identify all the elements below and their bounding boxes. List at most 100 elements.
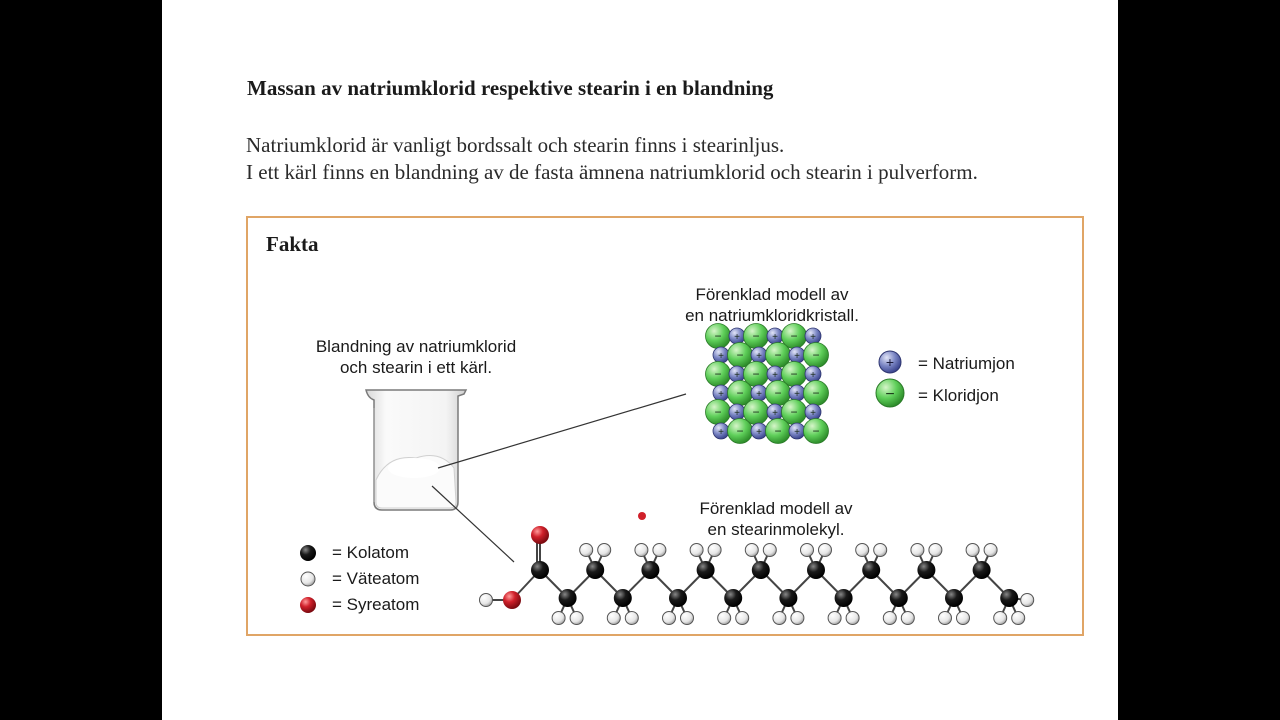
hydrogen-atom (928, 543, 943, 557)
svg-text:−: − (714, 329, 721, 343)
svg-text:+: + (794, 389, 800, 400)
svg-text:−: − (812, 424, 819, 438)
carbon-atom (696, 561, 715, 579)
hydrogen-atom (717, 611, 732, 625)
hydrogen-atom (845, 611, 860, 625)
chloride-legend-icon: − (875, 378, 905, 408)
chloride-ion: − (705, 399, 731, 425)
sodium-ion: + (788, 384, 806, 402)
carbon-atom (807, 561, 825, 579)
hydrogen-atom (606, 611, 621, 625)
hydrogen-atom (634, 543, 649, 557)
svg-text:+: + (718, 389, 724, 400)
svg-text:+: + (756, 389, 762, 400)
beaker-illustration (365, 389, 468, 511)
hydrogen-atom (855, 543, 870, 557)
chloride-ion: − (803, 380, 829, 406)
svg-text:−: − (790, 329, 797, 343)
sodium-ion: + (712, 384, 730, 402)
svg-text:+: + (718, 351, 724, 362)
hydrogen-atom (956, 611, 970, 625)
beaker-caption: Blandning av natriumklorid och stearin i… (315, 337, 517, 377)
svg-text:−: − (752, 329, 759, 343)
svg-text:−: − (736, 424, 743, 438)
hydrogen-atom (800, 543, 814, 557)
chloride-legend-label: = Kloridjon (918, 386, 999, 405)
svg-text:−: − (774, 386, 781, 400)
sodium-ion: + (728, 403, 746, 421)
sodium-ion: + (766, 327, 784, 345)
pointer-line-crystal (437, 393, 687, 469)
sodium-legend-icon: + (878, 350, 902, 374)
svg-text:+: + (734, 408, 740, 419)
sodium-ion: + (750, 422, 768, 440)
svg-text:+: + (734, 332, 740, 343)
svg-text:−: − (812, 348, 819, 362)
hydrogen-atom (624, 611, 639, 625)
sodium-ion: + (788, 346, 806, 364)
hydrogen-atom (910, 543, 925, 557)
fakta-heading: Fakta (266, 232, 319, 256)
hydrogen-atom (662, 611, 676, 625)
sodium-ion: + (804, 327, 822, 345)
hydrogen-atom (983, 543, 998, 557)
chloride-ion: − (705, 361, 731, 387)
sodium-ion: + (712, 422, 730, 440)
red-marker-dot (638, 512, 646, 520)
carbon-atom (751, 561, 770, 579)
carbon-atom (945, 589, 963, 607)
document-page: Massan av natriumklorid respektive stear… (162, 0, 1118, 720)
hydrogen-atom (790, 611, 805, 625)
chloride-ion: − (803, 342, 829, 368)
nacl-crystal-model: −+−+−++−+−+−−+−+−++−+−+−−+−+−++−+−+− (705, 323, 829, 444)
oxygen-legend-icon (300, 597, 316, 613)
hydrogen-atom (1020, 593, 1035, 607)
sodium-ion: + (766, 365, 784, 383)
carbon-atom (834, 589, 853, 607)
pointer-line-molecule (431, 485, 515, 563)
carbon-atom (558, 589, 577, 607)
svg-text:−: − (790, 405, 797, 419)
svg-text:−: − (736, 386, 743, 400)
hydrogen-atom (579, 543, 594, 557)
carbon-atom (669, 589, 687, 607)
oxygen-atom (503, 591, 521, 609)
svg-text:+: + (886, 354, 894, 370)
hydrogen-atom (965, 543, 980, 557)
hydrogen-atom (762, 543, 777, 557)
stearin-molecule-model (479, 526, 1035, 625)
hydrogen-atom (680, 611, 694, 625)
carbon-atom (972, 561, 991, 579)
svg-text:+: + (756, 427, 762, 438)
hydrogen-atom (882, 611, 897, 625)
hydrogen-atom (551, 611, 566, 625)
sodium-ion: + (728, 365, 746, 383)
document-title: Massan av natriumklorid respektive stear… (247, 76, 774, 100)
svg-text:−: − (790, 367, 797, 381)
hydrogen-atom (993, 611, 1008, 625)
svg-text:+: + (772, 408, 778, 419)
hydrogen-atom (772, 611, 787, 625)
svg-text:−: − (752, 367, 759, 381)
crystal-caption: Förenklad modell av en natriumkloridkris… (685, 285, 859, 325)
svg-text:+: + (810, 332, 816, 343)
hydrogen-atom (707, 543, 722, 557)
sodium-ion: + (804, 365, 822, 383)
carbon-atom (779, 589, 798, 607)
hydrogen-legend-label: = Väteatom (332, 569, 420, 588)
oxygen-atom (531, 526, 549, 544)
svg-text:+: + (794, 427, 800, 438)
svg-text:+: + (718, 427, 724, 438)
carbon-atom (889, 589, 908, 607)
intro-line-2: I ett kärl finns en blandning av de fast… (246, 160, 978, 184)
carbon-legend-label: = Kolatom (332, 543, 410, 562)
hydrogen-atom (652, 543, 667, 557)
sodium-ion: + (712, 346, 730, 364)
hydrogen-atom (873, 543, 888, 557)
fakta-illustration: −+−+−++−+−+−−+−+−++−+−+−−+−+−++−+−+− + − (300, 323, 1035, 625)
carbon-atom (724, 589, 743, 607)
carbon-atom (613, 589, 632, 607)
chloride-ion: − (727, 418, 753, 444)
sodium-legend-label: = Natriumjon (918, 354, 1015, 373)
carbon-atom (917, 561, 936, 579)
